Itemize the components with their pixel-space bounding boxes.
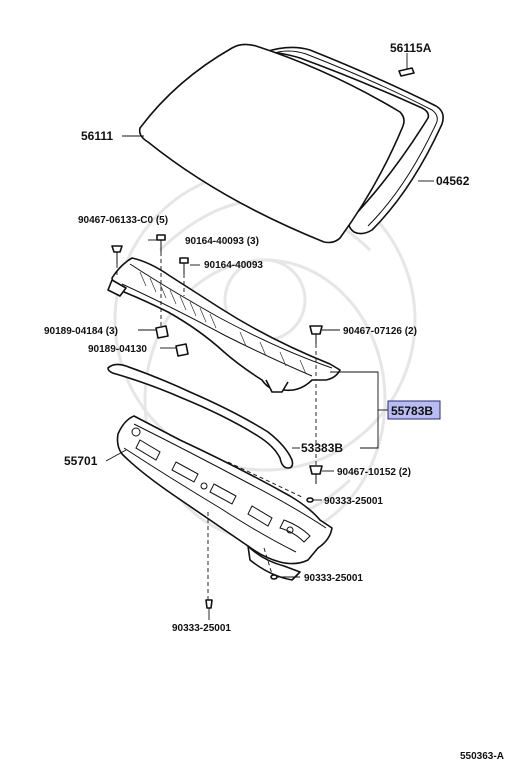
label-clip-right-lower: 90467-10152 (2) [337,467,411,478]
nut-left[interactable] [155,325,169,339]
cowl-top-panel[interactable] [107,257,341,393]
label-glass-spacer: 56115A [390,41,432,55]
label-clip-upper-left: 90467-06133-C0 (5) [78,215,168,226]
screw-a[interactable] [156,234,166,252]
cowl-panel[interactable] [116,415,333,581]
plug-right[interactable] [306,497,314,503]
outer-glass-molding[interactable] [264,46,444,235]
label-nut-left: 90189-04184 (3) [44,326,118,337]
label-cowl-top-panel-assy[interactable]: 55783B [391,404,433,418]
diagram-id: 550363-A [460,751,504,762]
label-plug-right: 90333-25001 [324,496,383,507]
windshield-glass[interactable] [138,43,405,244]
dashed-guides [116,252,317,600]
clip-right-lower[interactable] [309,465,323,484]
label-cowl-panel: 55701 [64,454,98,468]
plug-bottom[interactable] [205,599,213,609]
clip-right-upper[interactable] [309,325,323,344]
label-screw-b: 90164-40093 [204,260,263,271]
label-windshield-glass: 56111 [81,129,113,143]
label-clip-right-upper: 90467-07126 (2) [343,326,417,337]
label-plug-bottom: 90333-25001 [172,623,231,634]
glass-spacer[interactable] [398,67,415,77]
label-plug-lower-right: 90333-25001 [304,573,363,584]
cowl-seal[interactable] [107,363,294,469]
nut-lower[interactable] [175,343,189,357]
clip-upper-left[interactable] [111,245,123,264]
label-screw-a: 90164-40093 (3) [185,236,259,247]
label-highlight-box [387,400,441,420]
leader-lines [105,53,434,620]
label-seal: 53383B [301,441,343,455]
label-nut-lower: 90189-04130 [88,344,147,355]
plug-lower-right[interactable] [270,574,278,580]
screw-b[interactable] [179,257,189,274]
label-outer-glass-molding: 04562 [436,174,470,188]
